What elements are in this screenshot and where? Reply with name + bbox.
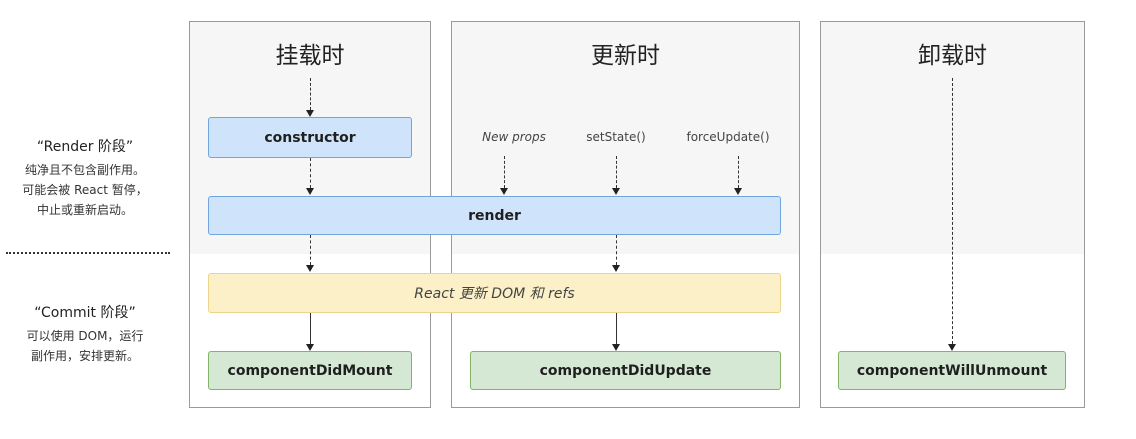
render-node: render xyxy=(208,196,781,235)
render-phase-desc-1: 纯净且不包含副作用。 xyxy=(24,163,145,177)
component-did-mount-label: componentDidMount xyxy=(227,362,393,379)
arrowhead-icon xyxy=(612,188,620,195)
react-update-dom-node: React 更新 DOM 和 refs xyxy=(208,273,781,313)
component-will-unmount-label: componentWillUnmount xyxy=(856,362,1048,379)
arrowhead-icon xyxy=(612,265,620,272)
edge-constructor-to-render xyxy=(310,158,311,188)
component-did-update-node: componentDidUpdate xyxy=(470,351,781,390)
mount-column-title: 挂载时 xyxy=(275,43,345,69)
trigger-force-update: forceUpdate() xyxy=(686,130,770,144)
component-will-unmount-node: componentWillUnmount xyxy=(838,351,1066,390)
edge-new-props-to-render xyxy=(504,156,505,188)
edge-force-update-to-render xyxy=(738,156,739,188)
arrowhead-icon xyxy=(612,344,620,351)
constructor-node: constructor xyxy=(208,117,412,158)
render-label: render xyxy=(468,207,521,224)
react-update-dom-label: React 更新 DOM 和 refs xyxy=(414,286,575,302)
edge-react-update-to-didmount xyxy=(310,313,311,344)
phase-separator xyxy=(6,252,170,254)
render-phase-title: “Render 阶段” xyxy=(36,139,134,155)
unmount-column-title: 卸载时 xyxy=(918,43,987,69)
arrowhead-icon xyxy=(306,188,314,195)
edge-unmount-start-to-willunmount xyxy=(952,78,953,344)
render-phase-desc-3: 中止或重新启动。 xyxy=(36,203,133,217)
arrowhead-icon xyxy=(948,344,956,351)
trigger-set-state: setState() xyxy=(586,130,646,144)
edge-render-to-react-update-update xyxy=(616,235,617,265)
edge-render-to-react-update-mount xyxy=(310,235,311,265)
constructor-label: constructor xyxy=(264,129,356,146)
render-phase-desc-2: 可能会被 React 暂停， xyxy=(22,183,148,197)
arrowhead-icon xyxy=(306,344,314,351)
edge-mount-start-to-constructor xyxy=(310,78,311,110)
edge-set-state-to-render xyxy=(616,156,617,188)
commit-phase-desc-2: 副作用，安排更新。 xyxy=(30,349,139,363)
arrowhead-icon xyxy=(306,265,314,272)
update-column-title: 更新时 xyxy=(591,43,660,69)
arrowhead-icon xyxy=(500,188,508,195)
component-did-mount-node: componentDidMount xyxy=(208,351,412,390)
commit-phase-desc-1: 可以使用 DOM，运行 xyxy=(26,329,144,343)
arrowhead-icon xyxy=(734,188,742,195)
edge-react-update-to-didupdate xyxy=(616,313,617,344)
arrowhead-icon xyxy=(306,110,314,117)
component-did-update-label: componentDidUpdate xyxy=(539,362,712,379)
trigger-new-props: New props xyxy=(482,130,546,144)
commit-phase-title: “Commit 阶段” xyxy=(34,305,136,321)
